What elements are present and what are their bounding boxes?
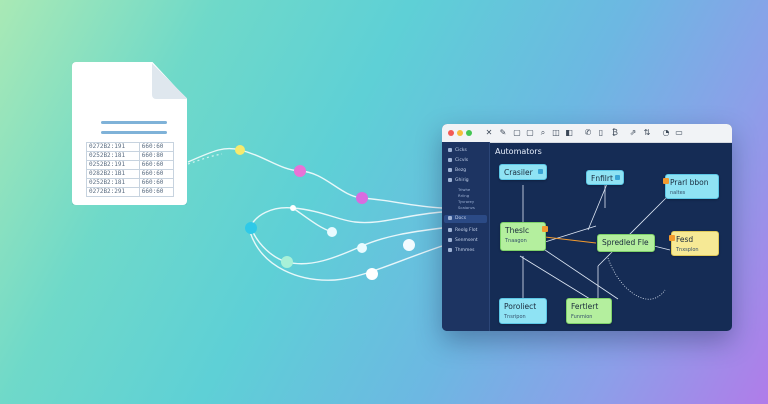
sidebar-item[interactable]: Bezg <box>448 167 466 175</box>
panel-icon[interactable]: ◧ <box>565 128 573 137</box>
flow-dot <box>356 192 368 204</box>
frame-icon[interactable]: ▢ <box>526 128 534 137</box>
flow-dot <box>366 268 378 280</box>
workflow-canvas[interactable]: Automators <box>490 142 732 331</box>
flow-icon <box>448 227 452 232</box>
connector-port-icon <box>663 178 669 184</box>
theme-icon <box>448 247 452 252</box>
square-icon[interactable]: ▢ <box>513 128 521 137</box>
flow-dot <box>290 205 296 211</box>
flow-dot <box>281 256 293 268</box>
sidebar-item[interactable]: Senmsent <box>448 237 478 245</box>
workflow-node[interactable]: Crasiler <box>499 164 547 180</box>
flow-dot <box>245 222 257 234</box>
connector-port-icon <box>669 235 675 241</box>
flow-dot <box>235 145 245 155</box>
close-icon[interactable]: ✕ <box>485 128 493 137</box>
workflow-node[interactable]: Fertlert Funmion <box>566 298 612 324</box>
close-window-button[interactable] <box>448 130 454 136</box>
sidebar: Cicks Cicvls Bezg Ghirig Triwhe Rriing T… <box>442 142 490 331</box>
gear-icon <box>448 177 452 182</box>
sidebar-subitem[interactable]: Scaionvs <box>458 205 475 210</box>
node-badge-icon <box>615 175 620 180</box>
node-badge-icon <box>538 169 543 174</box>
flow-dot <box>294 165 306 177</box>
document-fold-corner <box>152 62 187 99</box>
link-out-icon[interactable]: ⇗ <box>629 128 637 137</box>
layout-icon[interactable]: ◫ <box>552 128 560 137</box>
minimize-window-button[interactable] <box>457 130 463 136</box>
workflow-node[interactable]: Theslc Tnaagon <box>500 222 548 251</box>
sidebar-item[interactable]: Reolg Flot <box>448 227 477 235</box>
document-header-line <box>101 131 167 134</box>
canvas-title: Automators <box>495 147 542 156</box>
docs-icon <box>448 215 452 220</box>
file-icon <box>448 167 452 172</box>
sidebar-item[interactable]: Cicvls <box>448 157 468 165</box>
window-titlebar: ✕ ✎ ▢ ▢ ⌕ ◫ ◧ ✆ ▯ ₿ ⇗ ⇅ ◔ ▭ <box>442 124 732 143</box>
workflow-node[interactable]: Prarl bbon naltes <box>663 174 719 199</box>
phone-icon[interactable]: ✆ <box>584 128 592 137</box>
pencil-icon[interactable]: ✎ <box>499 128 507 137</box>
sidebar-subitem[interactable]: Tyvrorey <box>458 199 475 204</box>
folder-icon <box>448 147 452 152</box>
workflow-node[interactable]: Fesd Tnxsplon <box>669 231 719 256</box>
file-icon <box>448 157 452 162</box>
maximize-window-button[interactable] <box>466 130 472 136</box>
device-icon[interactable]: ▯ <box>598 128 604 137</box>
node-connectors <box>519 183 671 300</box>
sidebar-subitem[interactable]: Rriing <box>458 193 470 198</box>
sidebar-item[interactable]: Ghirig <box>448 177 469 185</box>
bold-icon[interactable]: ₿ <box>612 128 618 137</box>
workflow-node[interactable]: Fnfilrt <box>586 170 624 185</box>
sidebar-subitem[interactable]: Triwhe <box>458 187 471 192</box>
document-header-line <box>101 121 167 124</box>
automation-app-window: ✕ ✎ ▢ ▢ ⌕ ◫ ◧ ✆ ▯ ₿ ⇗ ⇅ ◔ ▭ Cicks Cicvls… <box>442 124 732 331</box>
workflow-node[interactable]: Spredled Fle <box>597 234 655 252</box>
search-icon[interactable]: ⌕ <box>540 128 546 137</box>
workflow-node[interactable]: Poroliect Tnsripon <box>499 298 547 324</box>
sidebar-item[interactable]: Thmmes <box>448 247 474 255</box>
flow-dot <box>357 243 367 253</box>
sidebar-item[interactable]: Cicks <box>448 147 467 155</box>
send-icon <box>448 237 452 242</box>
sort-icon[interactable]: ⇅ <box>643 128 651 137</box>
connector-port-icon <box>542 226 548 232</box>
sidebar-item-docs[interactable]: Docs <box>444 215 487 223</box>
clock-icon[interactable]: ◔ <box>662 128 670 137</box>
screen-icon[interactable]: ▭ <box>675 128 683 137</box>
flow-dot <box>403 239 415 251</box>
flow-dot <box>327 227 337 237</box>
